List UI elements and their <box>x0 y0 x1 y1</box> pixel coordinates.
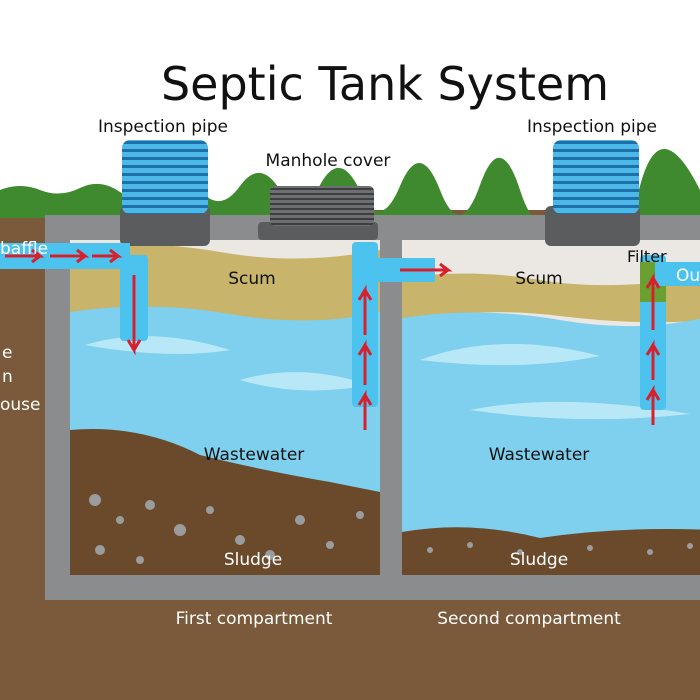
inspection-pipe-base-right <box>545 206 640 246</box>
diagram-title: Septic Tank System <box>161 57 609 111</box>
outlet-exit-pipe <box>655 262 700 286</box>
sludge-pebbles <box>89 494 693 564</box>
sludge-label-second: Sludge <box>510 550 568 570</box>
inspection-pipe-left <box>122 140 208 214</box>
sludge-first <box>70 429 380 575</box>
scum-label-second: Scum <box>515 269 562 289</box>
baffle-label: baffle <box>0 239 48 259</box>
wastewater-label-first: Wastewater <box>204 445 305 465</box>
scum-layer-second <box>402 273 700 323</box>
house-label-line2: n <box>2 367 13 387</box>
inspection-pipe-base-left <box>120 206 210 246</box>
inspection-pipe-right-label: Inspection pipe <box>527 117 657 137</box>
scum-label-first: Scum <box>228 269 275 289</box>
house-label-line1: e <box>2 343 12 363</box>
outlet-label: Ou <box>676 266 700 286</box>
manhole-cover <box>270 186 374 226</box>
water-highlight <box>240 372 370 391</box>
first-compartment-label: First compartment <box>176 609 333 629</box>
inspection-pipe-left-label: Inspection pipe <box>98 117 228 137</box>
house-label-line3: ouse <box>0 395 41 415</box>
water-highlight <box>85 336 230 354</box>
flow-arrows <box>5 248 661 430</box>
inspection-pipe-right <box>553 140 639 214</box>
sludge-label-first: Sludge <box>224 550 282 570</box>
second-compartment-label: Second compartment <box>437 609 621 629</box>
manhole-cover-base <box>258 222 378 240</box>
filter-label: Filter <box>627 247 667 266</box>
water-second <box>402 312 700 575</box>
water-highlight <box>420 343 600 366</box>
water-highlight <box>470 401 690 420</box>
sludge-second <box>402 527 700 575</box>
wastewater-label-second: Wastewater <box>489 445 590 465</box>
manhole-cover-label: Manhole cover <box>266 151 391 171</box>
